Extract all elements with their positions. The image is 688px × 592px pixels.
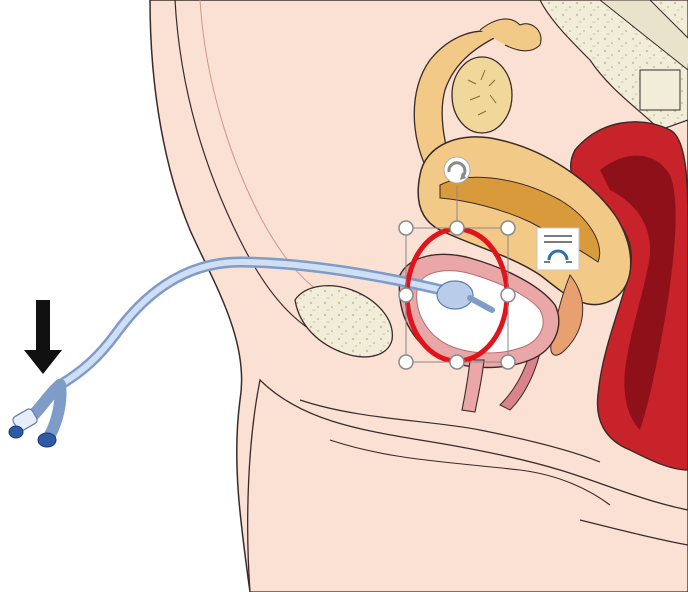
selection-handle-top-right[interactable] bbox=[501, 221, 515, 235]
selection-handle-bottom-left[interactable] bbox=[399, 355, 413, 369]
catheter-valve-cap bbox=[9, 426, 23, 438]
selection-handle-top-center[interactable] bbox=[450, 221, 464, 235]
arrow-down-icon bbox=[24, 300, 62, 374]
catheter-balloon bbox=[437, 281, 473, 309]
selection-handle-bottom-right[interactable] bbox=[501, 355, 515, 369]
layout-options-icon[interactable] bbox=[537, 228, 579, 270]
rotate-icon[interactable] bbox=[444, 157, 470, 183]
vertebra bbox=[640, 70, 680, 110]
selection-handle-top-left[interactable] bbox=[399, 221, 413, 235]
selection-handle-middle-right[interactable] bbox=[501, 288, 515, 302]
selection-handle-bottom-center[interactable] bbox=[450, 355, 464, 369]
selection-handle-middle-left[interactable] bbox=[399, 288, 413, 302]
catheter-drain-opening bbox=[38, 433, 56, 447]
ovary bbox=[452, 57, 512, 133]
